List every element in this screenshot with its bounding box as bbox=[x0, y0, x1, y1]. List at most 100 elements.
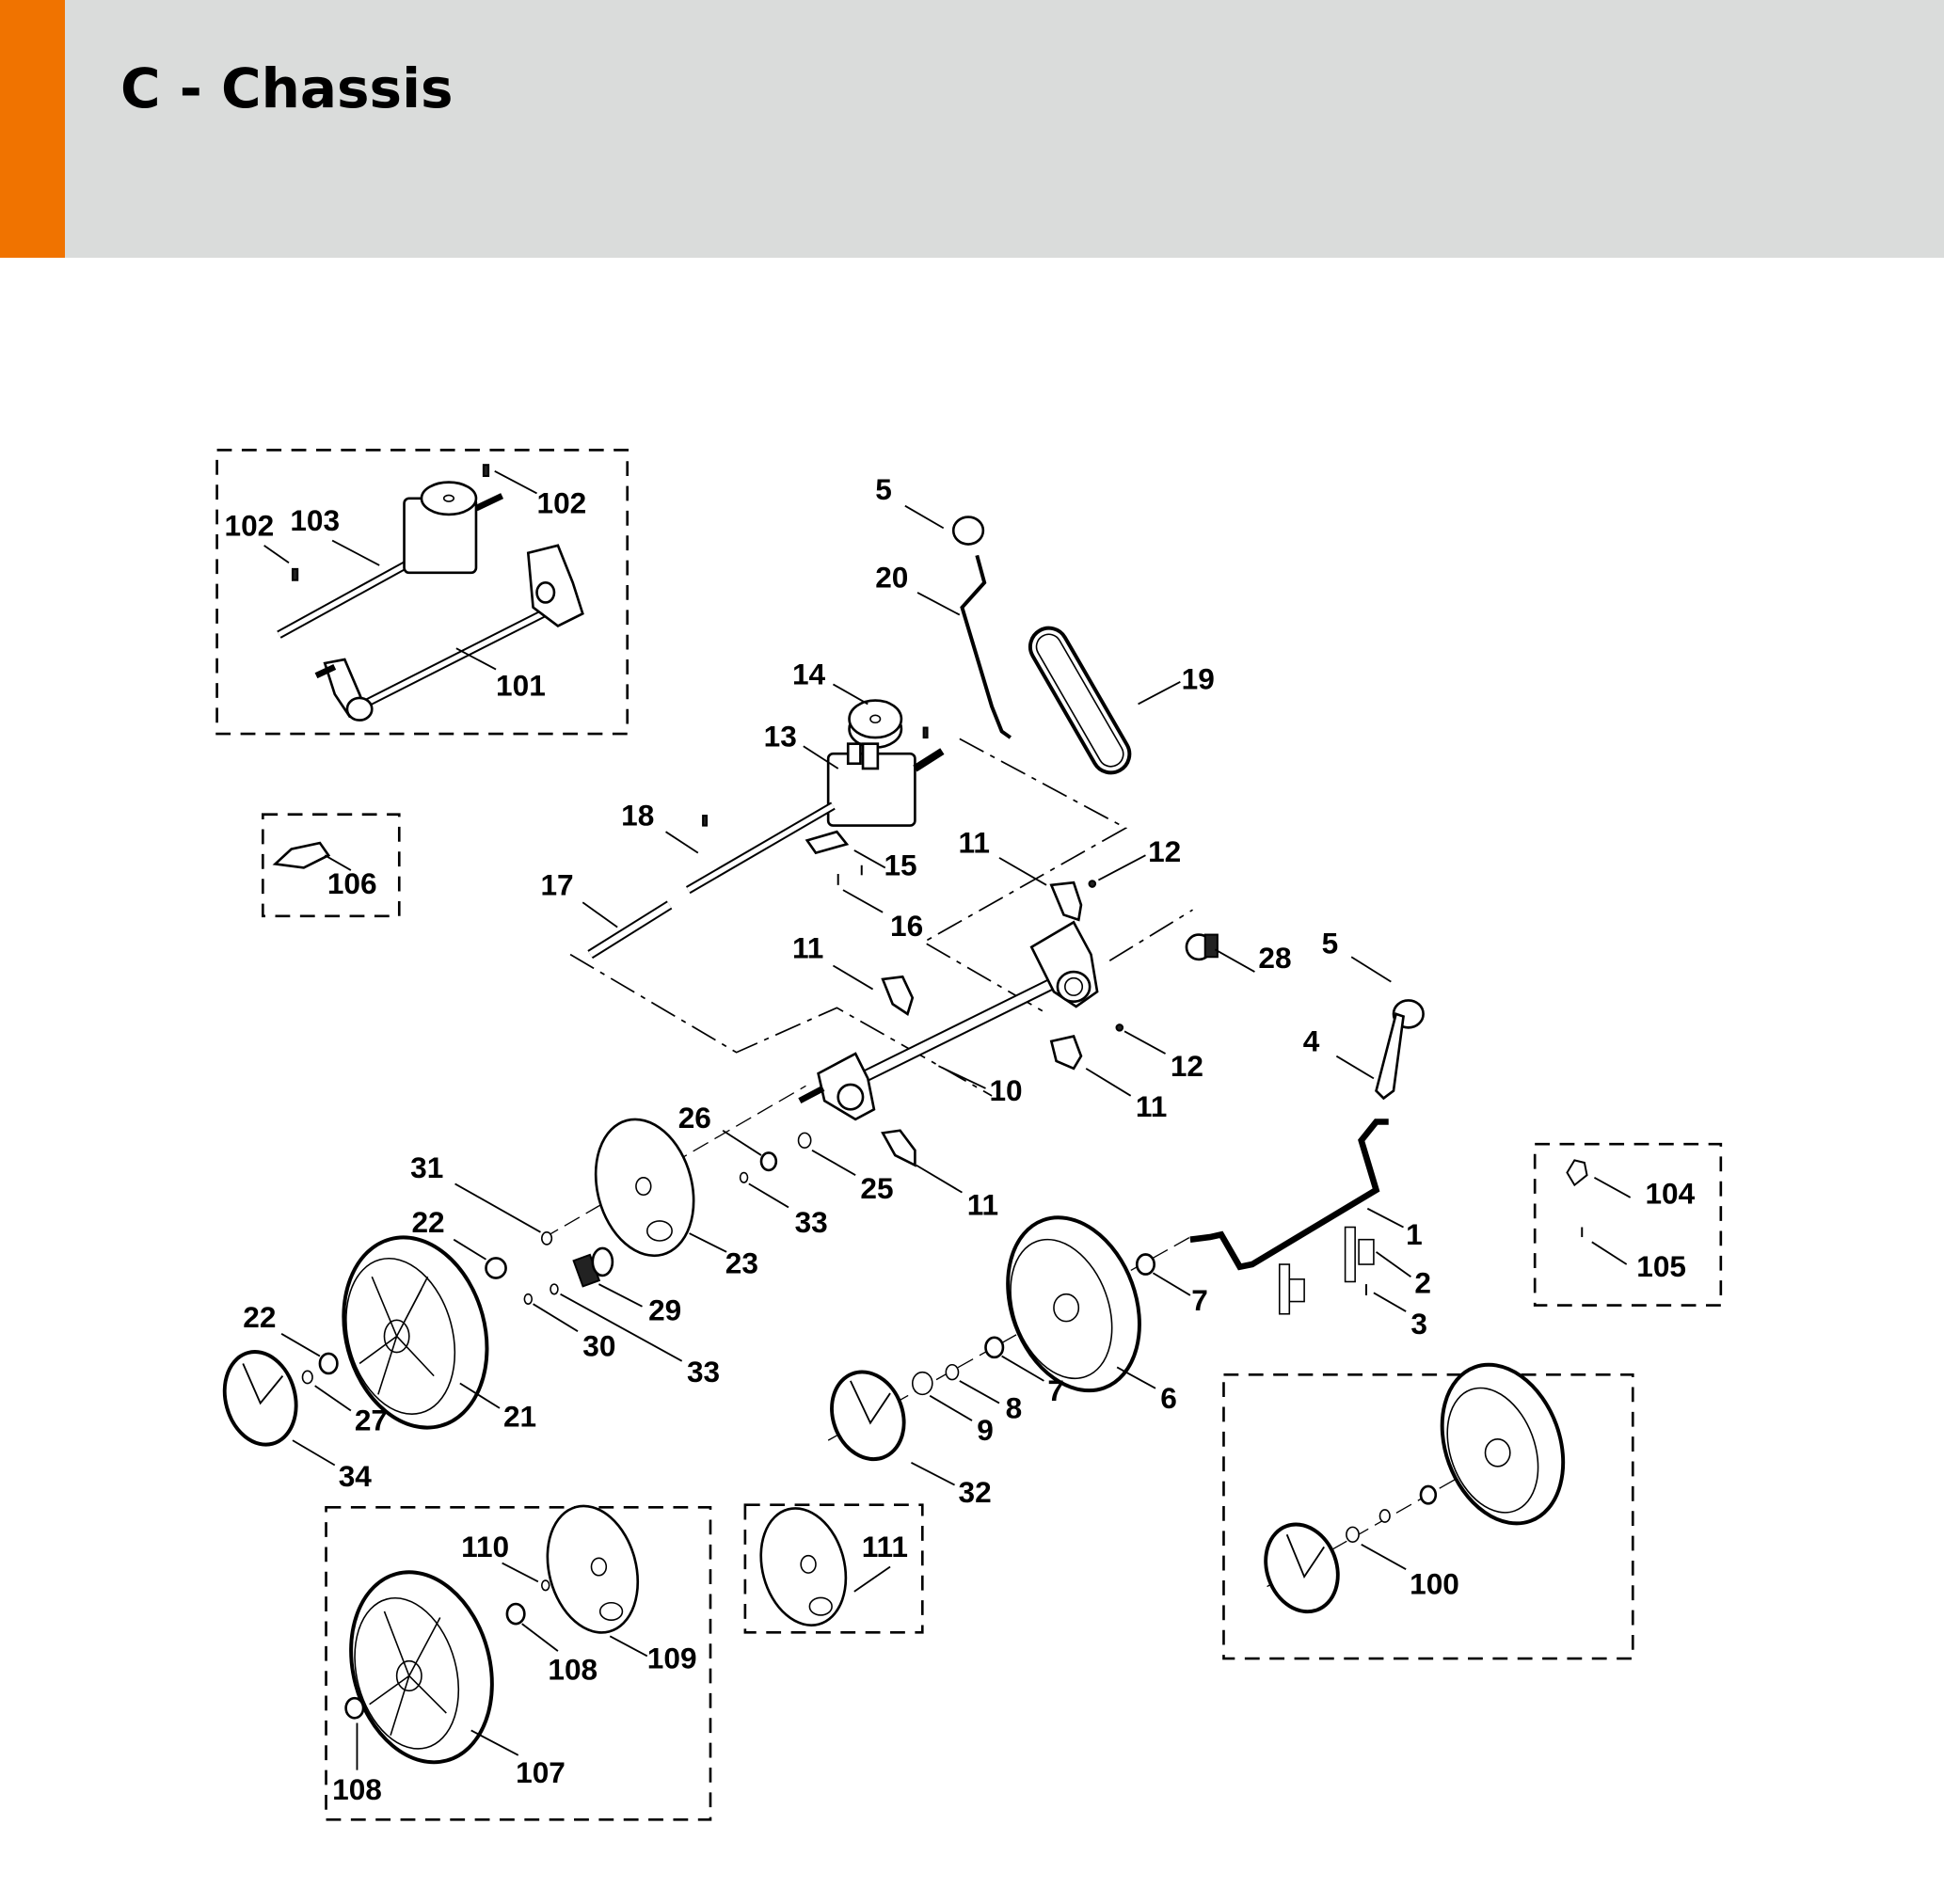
kit-box-101-103 bbox=[215, 449, 629, 736]
callout-12: 12 bbox=[1148, 834, 1181, 868]
gearbox-13[interactable] bbox=[826, 742, 916, 827]
callout-104: 104 bbox=[1645, 1176, 1695, 1210]
bearing-7b[interactable] bbox=[984, 1336, 1005, 1359]
callout-27: 27 bbox=[355, 1404, 388, 1437]
circlip-30[interactable] bbox=[523, 1293, 534, 1305]
callout-22: 22 bbox=[243, 1300, 276, 1334]
callout-11: 11 bbox=[1136, 1089, 1167, 1123]
clip-104[interactable] bbox=[1566, 1159, 1588, 1187]
callout-22: 22 bbox=[411, 1205, 444, 1239]
section-header: C - Chassis bbox=[0, 0, 1944, 258]
washer-110[interactable] bbox=[541, 1579, 550, 1592]
bearing-7a[interactable] bbox=[1135, 1253, 1156, 1276]
callout-17: 17 bbox=[540, 867, 573, 901]
star-washer-9[interactable] bbox=[911, 1371, 933, 1396]
callout-105: 105 bbox=[1636, 1249, 1686, 1283]
washer-33b[interactable] bbox=[550, 1283, 559, 1295]
bracket-2c[interactable] bbox=[1278, 1263, 1291, 1315]
key-18[interactable] bbox=[702, 815, 709, 827]
callout-20: 20 bbox=[875, 561, 908, 595]
callout-102: 102 bbox=[537, 486, 587, 520]
key-102-left[interactable] bbox=[291, 567, 299, 581]
callout-11: 11 bbox=[967, 1187, 998, 1221]
lever-4[interactable] bbox=[1375, 1012, 1405, 1101]
front-wheel-kit-100[interactable] bbox=[1421, 1348, 1584, 1541]
orange-accent-bar bbox=[0, 0, 65, 258]
knob-5-top[interactable] bbox=[951, 516, 985, 546]
bearing-108a[interactable] bbox=[505, 1602, 526, 1626]
callout-102: 102 bbox=[224, 508, 274, 542]
bracket-11a[interactable] bbox=[1049, 881, 1083, 922]
wheel-cover-109[interactable] bbox=[534, 1496, 652, 1642]
bracket-2[interactable] bbox=[1344, 1226, 1356, 1283]
bearing-26[interactable] bbox=[759, 1151, 778, 1172]
pin-12b[interactable] bbox=[1115, 1023, 1124, 1032]
rear-wheel-21[interactable] bbox=[324, 1221, 508, 1444]
pinion-28[interactable] bbox=[1185, 933, 1219, 961]
callout-2: 2 bbox=[1414, 1265, 1431, 1299]
hubcap-32[interactable] bbox=[820, 1362, 916, 1469]
callout-30: 30 bbox=[582, 1329, 615, 1363]
callout-4: 4 bbox=[1303, 1023, 1320, 1057]
belt-19[interactable] bbox=[1024, 621, 1137, 779]
callout-100: 100 bbox=[1410, 1567, 1459, 1601]
nut-27[interactable] bbox=[301, 1370, 313, 1385]
lever-20[interactable] bbox=[960, 554, 1012, 739]
wheel-107[interactable] bbox=[330, 1556, 512, 1778]
bearing-22a[interactable] bbox=[485, 1257, 507, 1279]
callout-29: 29 bbox=[648, 1293, 681, 1326]
bearing-22b[interactable] bbox=[318, 1352, 339, 1375]
callout-107: 107 bbox=[516, 1755, 566, 1789]
hubcap-kit-100[interactable] bbox=[1254, 1515, 1350, 1622]
washer-33a[interactable] bbox=[739, 1171, 749, 1183]
wheel-cover-23[interactable] bbox=[582, 1108, 709, 1266]
gearbox-shaft-assembly-103[interactable] bbox=[277, 481, 504, 639]
front-axle-1[interactable] bbox=[1189, 1119, 1389, 1271]
callout-15: 15 bbox=[884, 848, 916, 881]
callout-11: 11 bbox=[792, 931, 823, 965]
assembly-line-upper bbox=[921, 738, 1128, 1015]
wheel-cover-111[interactable] bbox=[748, 1499, 858, 1635]
washer-kit-100[interactable] bbox=[1378, 1509, 1391, 1523]
kit-box-100 bbox=[1222, 1372, 1634, 1660]
pinion-29[interactable] bbox=[572, 1246, 614, 1288]
kit-box-106 bbox=[262, 813, 401, 918]
callout-103: 103 bbox=[290, 503, 340, 537]
bracket-2b[interactable] bbox=[1358, 1238, 1375, 1265]
bearing-kit-100[interactable] bbox=[1419, 1484, 1438, 1505]
plate-15[interactable] bbox=[805, 830, 850, 855]
callout-14: 14 bbox=[792, 657, 826, 690]
callout-31: 31 bbox=[410, 1150, 443, 1184]
bearing-108b[interactable] bbox=[344, 1696, 365, 1720]
bracket-11c[interactable] bbox=[1049, 1035, 1083, 1071]
washer-31[interactable] bbox=[541, 1230, 553, 1246]
callout-106: 106 bbox=[327, 866, 377, 900]
page-title: C - Chassis bbox=[120, 56, 454, 120]
key-small[interactable] bbox=[922, 726, 929, 739]
callout-10: 10 bbox=[989, 1073, 1022, 1107]
bracket-2d[interactable] bbox=[1288, 1278, 1305, 1303]
hubcap-34[interactable] bbox=[215, 1343, 306, 1452]
callout-6: 6 bbox=[1160, 1381, 1177, 1415]
clip-106[interactable] bbox=[272, 841, 331, 869]
pin-12a[interactable] bbox=[1088, 880, 1097, 888]
callout-12: 12 bbox=[1171, 1049, 1203, 1083]
callout-16: 16 bbox=[890, 909, 923, 943]
front-wheel-6[interactable] bbox=[985, 1199, 1163, 1409]
washer-8[interactable] bbox=[945, 1363, 960, 1381]
key-102-top[interactable] bbox=[482, 464, 490, 478]
star-washer-100[interactable] bbox=[1346, 1526, 1360, 1543]
callout-18: 18 bbox=[621, 799, 654, 833]
rear-axle-10[interactable] bbox=[798, 920, 1099, 1121]
callout-108: 108 bbox=[332, 1772, 382, 1806]
pulley-14[interactable] bbox=[848, 699, 903, 749]
callout-11: 11 bbox=[959, 826, 990, 860]
callout-13: 13 bbox=[764, 719, 797, 753]
axle-bracket-assembly-101[interactable] bbox=[314, 544, 584, 722]
bracket-11d[interactable] bbox=[881, 1129, 916, 1167]
callout-110: 110 bbox=[461, 1530, 509, 1563]
washer-25[interactable] bbox=[797, 1132, 812, 1149]
bracket-11b[interactable] bbox=[881, 975, 915, 1016]
callout-3: 3 bbox=[1410, 1307, 1427, 1341]
callout-28: 28 bbox=[1258, 941, 1291, 975]
